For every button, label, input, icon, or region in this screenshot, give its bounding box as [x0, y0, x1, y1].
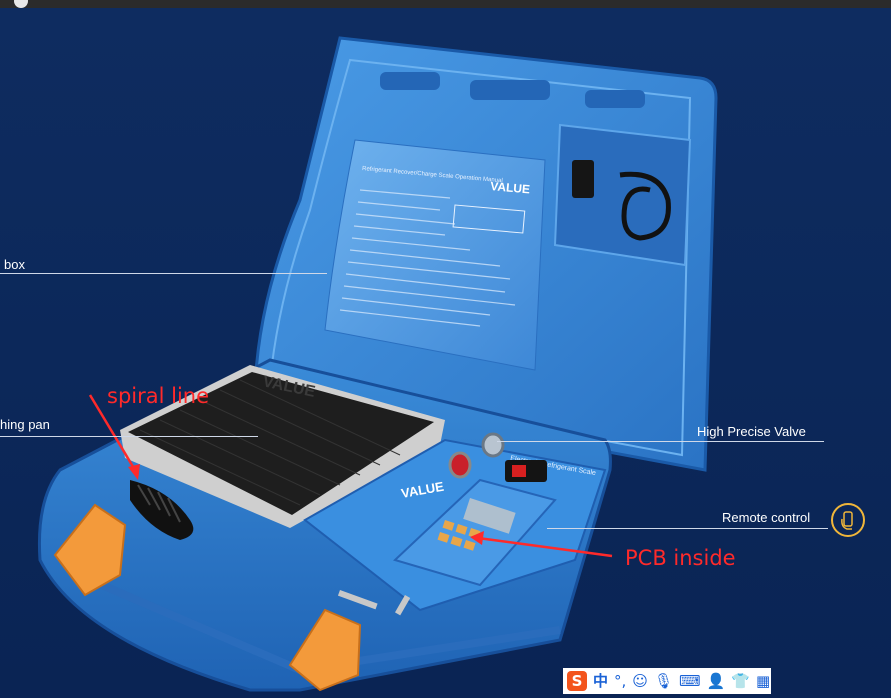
spiral-coils — [137, 484, 181, 523]
pcb-arrow-head — [470, 531, 484, 545]
valve-callout-line — [497, 441, 824, 442]
valve-callout-label: High Precise Valve — [697, 424, 806, 439]
case-latch-right — [288, 608, 362, 692]
chinese-mode-toggle[interactable]: 中 — [593, 671, 609, 690]
power-cable — [619, 171, 671, 241]
emoji-icon[interactable]: ☺ — [632, 671, 648, 690]
lid-slot — [585, 90, 645, 108]
hose-fitting — [395, 595, 411, 616]
app-icon — [14, 0, 28, 8]
power-plug — [572, 160, 594, 198]
pan-callout-line — [0, 436, 258, 437]
case-latch-left — [53, 503, 127, 597]
box-callout-label: box — [4, 257, 25, 272]
spiral-cable — [130, 480, 194, 540]
pcb-inside-annotation: PCB inside — [625, 546, 736, 570]
lid-slot — [380, 72, 440, 90]
box-callout-line — [0, 273, 327, 274]
sogou-logo-icon[interactable]: S — [567, 671, 587, 691]
spiral-arrow-head — [128, 464, 140, 480]
lid-slot — [470, 80, 550, 100]
spiral-arrow — [88, 394, 140, 476]
toolbox-grid-icon[interactable]: ▦ — [756, 671, 771, 690]
pan-callout-label: hing pan — [0, 417, 50, 432]
manual-table — [452, 204, 526, 234]
pan-grooves — [139, 379, 401, 506]
panel-brand: VALUE — [400, 479, 445, 501]
valve-knob-silver — [481, 432, 505, 458]
microphone-icon[interactable]: 🎙 — [653, 671, 673, 690]
pan-surface — [128, 372, 434, 515]
valve-knob-red — [448, 451, 472, 479]
operation-manual — [324, 139, 546, 371]
remote-display — [463, 498, 516, 534]
manual-text-lines — [339, 189, 516, 327]
pcb-arrow — [477, 536, 613, 558]
keyboard-icon[interactable]: ⌨ — [678, 671, 701, 690]
remote-control-icon — [831, 503, 865, 537]
hand-remote-icon — [841, 511, 853, 530]
user-icon[interactable]: 👤 — [706, 671, 726, 690]
power-switch-rocker — [512, 465, 526, 477]
manual-brand: VALUE — [490, 179, 531, 196]
hose-fitting — [337, 589, 378, 610]
skin-icon[interactable]: 👕 — [731, 671, 751, 690]
ime-toolbar[interactable]: S 中 °, ☺ 🎙 ⌨ 👤 👕 ▦ — [563, 668, 771, 694]
remote-callout-line — [547, 528, 828, 529]
remote-callout-label: Remote control — [722, 510, 811, 525]
window-top-bar — [0, 0, 891, 8]
punctuation-toggle[interactable]: °, — [614, 671, 627, 690]
spiral-line-annotation: spiral line — [107, 384, 210, 408]
